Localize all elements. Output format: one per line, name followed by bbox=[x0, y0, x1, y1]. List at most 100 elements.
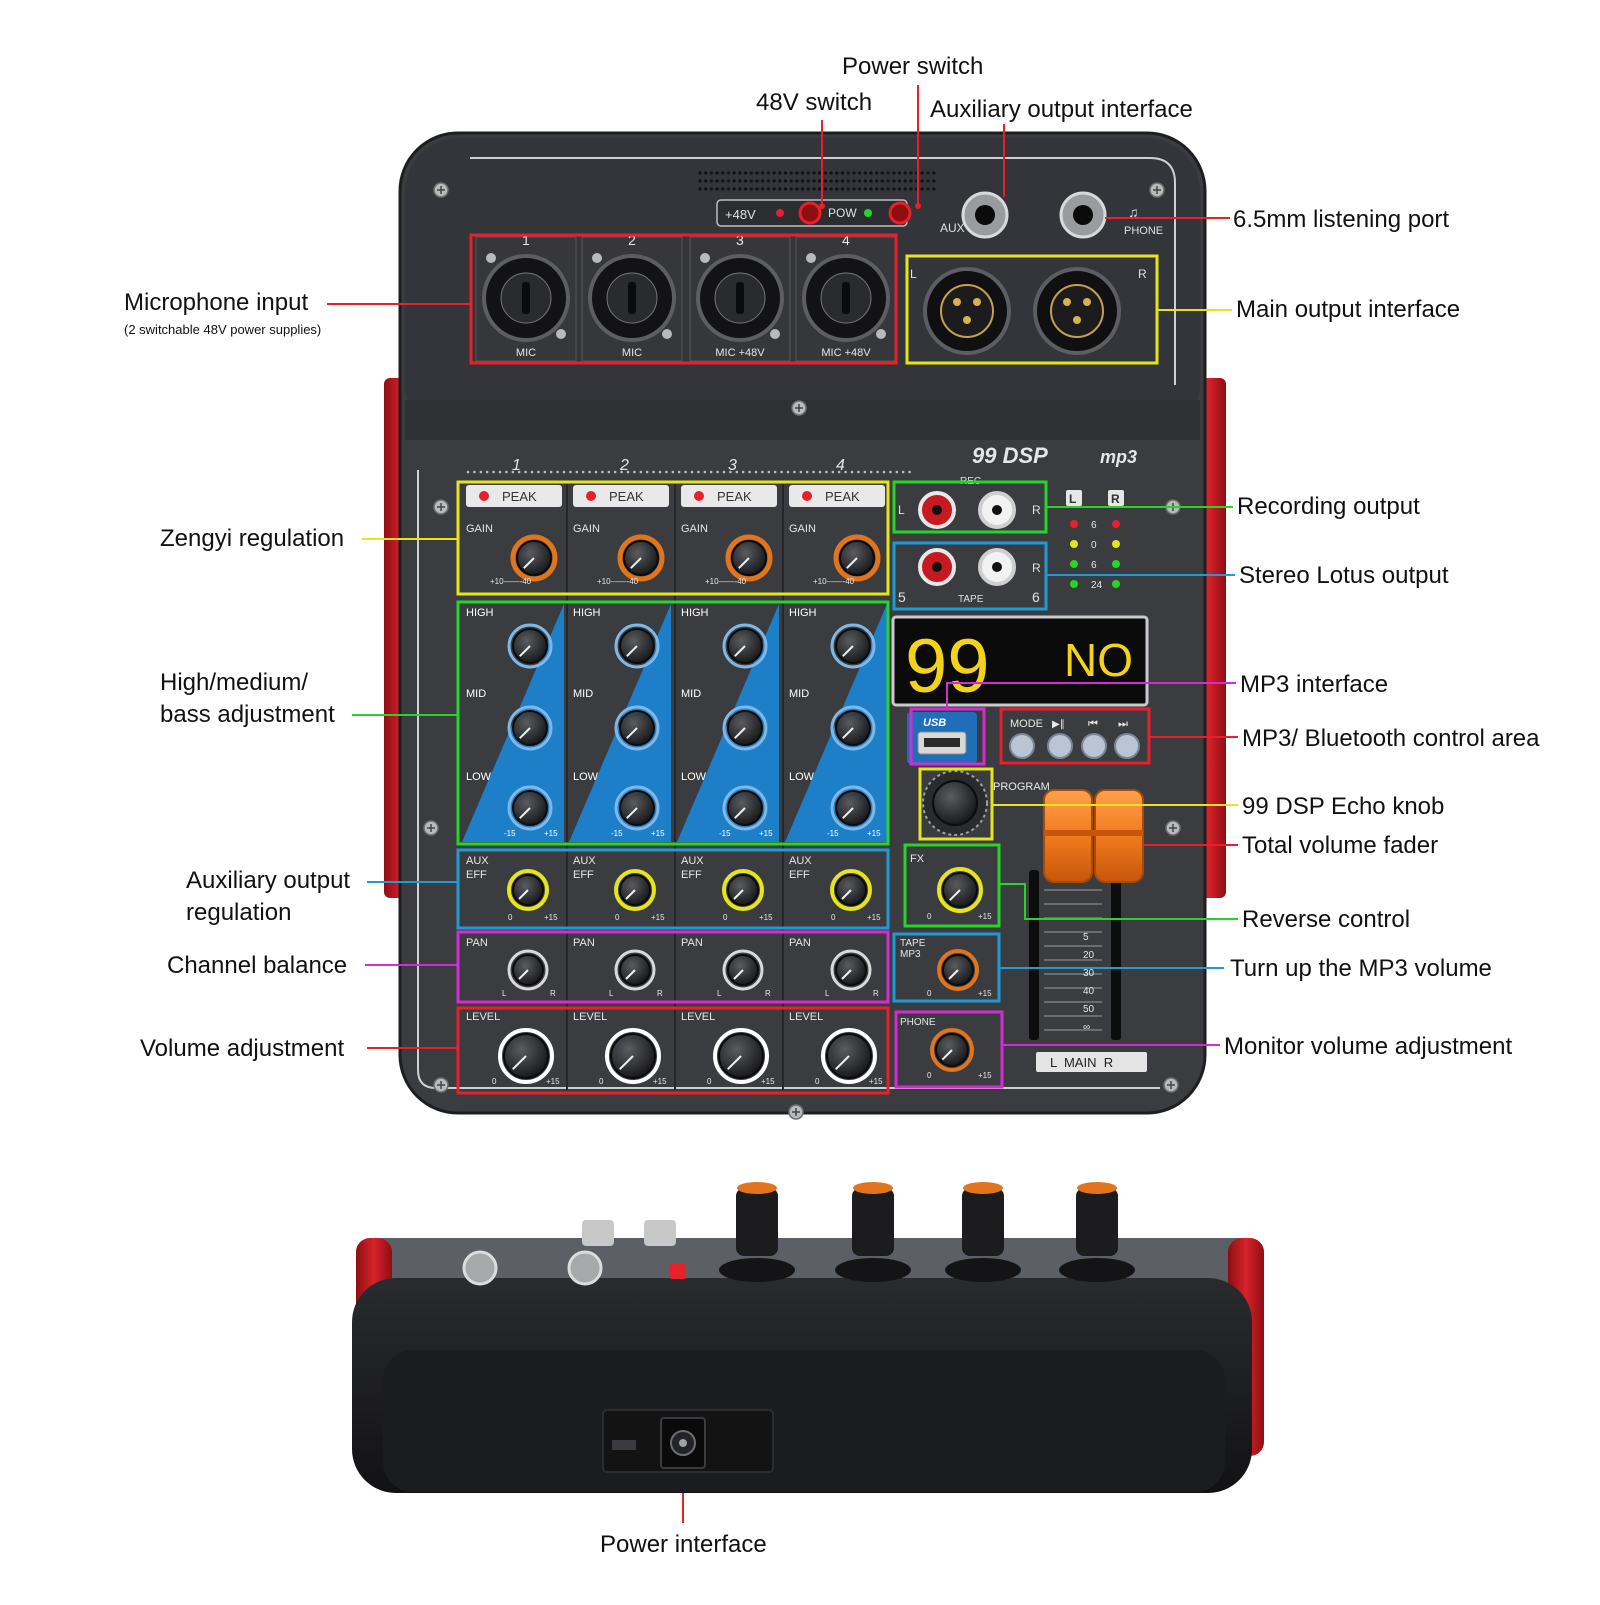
fx-knob-ring bbox=[937, 867, 983, 913]
power-inlet-pin bbox=[679, 1439, 687, 1447]
deco-dot bbox=[722, 470, 726, 474]
front-gain-knob-1 bbox=[736, 1188, 778, 1256]
grille-hole bbox=[875, 171, 879, 175]
aux-highlight bbox=[456, 848, 890, 930]
rec-l-label: L bbox=[898, 503, 905, 517]
grille-hole bbox=[835, 171, 839, 175]
grille-hole bbox=[920, 187, 924, 191]
grille-hole bbox=[829, 187, 833, 191]
gain-label: GAIN bbox=[789, 523, 816, 535]
front-combo-jack bbox=[1059, 1258, 1135, 1282]
next-button[interactable] bbox=[1114, 733, 1140, 759]
power-switch-button[interactable] bbox=[888, 201, 912, 225]
prev-label: ⏮ bbox=[1088, 718, 1098, 730]
mic-channel-number: 4 bbox=[842, 232, 850, 248]
level-max: +15 bbox=[546, 1077, 560, 1086]
mode-button[interactable] bbox=[1009, 733, 1035, 759]
level-label: LEVEL bbox=[466, 1011, 500, 1023]
grille-hole bbox=[823, 171, 828, 175]
main-out-r-label: R bbox=[1138, 267, 1147, 281]
deco-dot bbox=[633, 470, 636, 474]
grille-hole bbox=[704, 171, 708, 175]
deco-dot bbox=[562, 470, 566, 474]
phone-knob-label: PHONE bbox=[900, 1017, 936, 1028]
deco-dot bbox=[588, 470, 591, 474]
deco-dot bbox=[889, 470, 892, 474]
peak-label: PEAK bbox=[609, 489, 644, 504]
low-knob-1-pointer bbox=[519, 807, 531, 819]
fader-scale-value: ∞ bbox=[1083, 1022, 1090, 1033]
48v-switch-button[interactable] bbox=[798, 201, 822, 225]
eq-max: +15 bbox=[759, 829, 773, 838]
deco-dot bbox=[869, 470, 873, 474]
strip-channel-number: 2 bbox=[619, 457, 629, 474]
program-knob[interactable] bbox=[932, 780, 978, 826]
aux-max: +15 bbox=[867, 913, 881, 922]
deco-dot bbox=[581, 470, 585, 474]
level-label: LEVEL bbox=[789, 1011, 823, 1023]
grille-hole bbox=[852, 179, 856, 183]
level-min: 0 bbox=[492, 1077, 497, 1086]
meter-level: 24 bbox=[1091, 580, 1103, 591]
level-min: 0 bbox=[707, 1077, 712, 1086]
mid-knob-1-pointer bbox=[519, 727, 531, 739]
fader-track-l bbox=[1029, 870, 1039, 1040]
meter-level: 6 bbox=[1091, 560, 1097, 571]
screws bbox=[423, 182, 1181, 1120]
phone-highlight bbox=[894, 1010, 1004, 1089]
grille-hole bbox=[823, 179, 828, 183]
eq-mid-label: MID bbox=[681, 688, 701, 700]
gain-scale: +10——-40 bbox=[705, 577, 747, 586]
callout-microphone-input-note: (2 switchable 48V power supplies) bbox=[124, 322, 322, 337]
peak-led bbox=[479, 491, 489, 501]
deco-dot bbox=[831, 470, 835, 474]
mic-channel-number: 1 bbox=[522, 232, 530, 248]
deco-dot bbox=[485, 470, 489, 474]
deco-dot bbox=[812, 470, 815, 474]
pan-l: L bbox=[609, 989, 614, 998]
grille-hole bbox=[795, 171, 799, 175]
screw-slot bbox=[437, 1081, 445, 1089]
eff-label: EFF bbox=[681, 869, 702, 881]
meter-led-r bbox=[1112, 580, 1120, 588]
meter-l-badge bbox=[1066, 490, 1082, 506]
meter-r-badge bbox=[1108, 490, 1124, 506]
meter-l-label: L bbox=[1069, 492, 1076, 506]
grille-hole bbox=[818, 179, 822, 183]
grille-hole bbox=[852, 171, 856, 175]
screw-slot bbox=[437, 503, 445, 511]
fader-scale-value: 50 bbox=[1083, 1004, 1095, 1015]
pow-led bbox=[864, 209, 872, 217]
deco-dot bbox=[575, 470, 579, 474]
grille-hole bbox=[886, 187, 890, 191]
screw-slot bbox=[1153, 186, 1161, 194]
screw bbox=[592, 253, 602, 263]
grille-hole bbox=[698, 187, 702, 191]
screw bbox=[876, 329, 886, 339]
deco-dot bbox=[569, 470, 572, 474]
play-pause-button[interactable] bbox=[1047, 733, 1073, 759]
deco-dot bbox=[773, 470, 777, 474]
grille-hole bbox=[698, 179, 702, 183]
deco-dot bbox=[716, 470, 719, 474]
aux-label: AUX bbox=[573, 855, 596, 867]
eff-label: EFF bbox=[573, 869, 594, 881]
gain-label: GAIN bbox=[681, 523, 708, 535]
grille-hole bbox=[715, 187, 719, 191]
eq-min: -15 bbox=[611, 829, 623, 838]
jack-hole bbox=[932, 562, 942, 572]
grille-hole bbox=[858, 171, 862, 175]
prev-button[interactable] bbox=[1081, 733, 1107, 759]
grille-hole bbox=[846, 179, 850, 183]
grille-hole bbox=[721, 187, 725, 191]
deco-dot bbox=[594, 470, 598, 474]
gain-knob-2-pointer bbox=[630, 557, 642, 569]
grille-hole bbox=[869, 179, 873, 183]
peak-badge bbox=[573, 485, 669, 507]
high-knob-3-ring bbox=[722, 623, 768, 669]
level-knob-2-ring bbox=[605, 1028, 661, 1084]
pan-highlight bbox=[456, 930, 890, 1004]
mid-knob-2-ring bbox=[614, 705, 660, 751]
